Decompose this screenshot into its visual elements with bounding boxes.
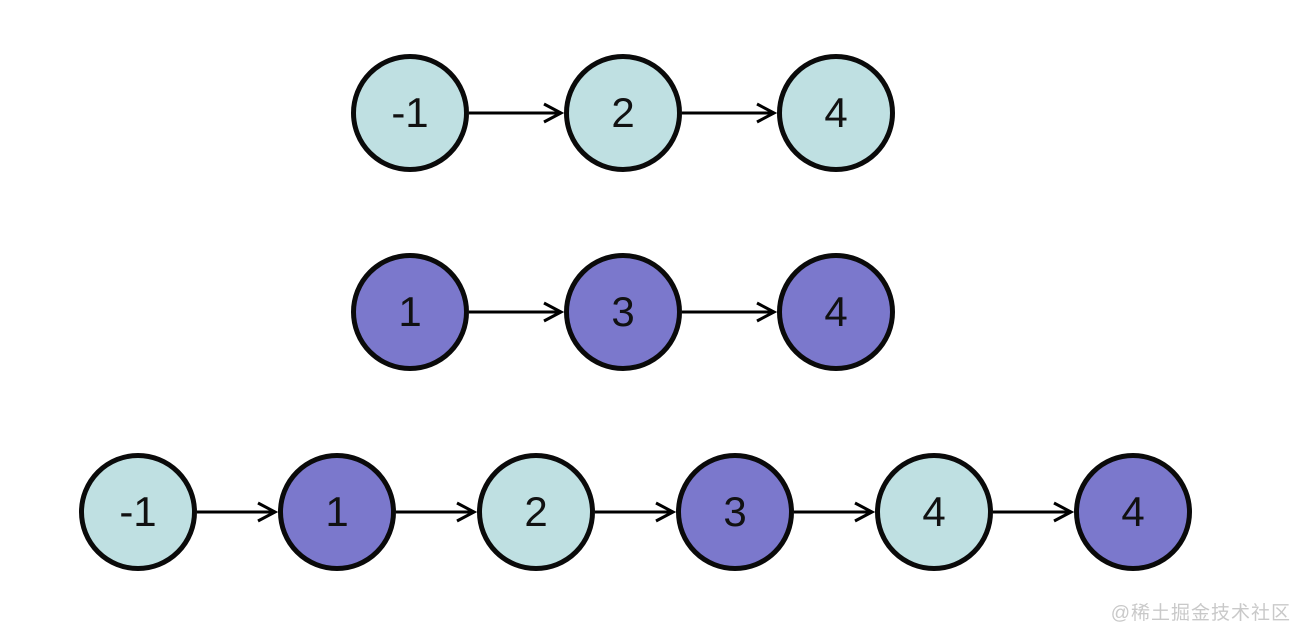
node-value: 4	[824, 288, 848, 335]
node-value: -1	[119, 488, 157, 535]
list-node-teal: 4	[875, 453, 993, 571]
arrow-icon	[469, 100, 564, 126]
node-value: 4	[1121, 488, 1145, 535]
arrow-icon	[197, 499, 278, 525]
arrow-icon	[682, 100, 777, 126]
linked-list-top: -1 2 4	[351, 54, 895, 172]
arrow-icon	[595, 499, 676, 525]
node-value: -1	[391, 89, 429, 136]
list-node-purple: 4	[777, 253, 895, 371]
node-value: 3	[723, 488, 747, 535]
node-value: 4	[922, 488, 946, 535]
arrow-icon	[682, 299, 777, 325]
arrow-icon	[396, 501, 477, 523]
arrow-icon	[993, 501, 1074, 523]
arrow-icon	[469, 301, 564, 323]
arrow-icon	[197, 501, 278, 523]
list-node-teal: -1	[79, 453, 197, 571]
list-node-teal: -1	[351, 54, 469, 172]
arrow-icon	[682, 102, 777, 124]
arrow-icon	[469, 102, 564, 124]
list-node-teal: 4	[777, 54, 895, 172]
arrow-icon	[993, 499, 1074, 525]
list-node-purple: 4	[1074, 453, 1192, 571]
list-node-purple: 1	[351, 253, 469, 371]
node-value: 2	[611, 89, 635, 136]
linked-list-merged: -1 1 2 3 4 4	[79, 453, 1192, 571]
arrow-icon	[794, 499, 875, 525]
list-node-purple: 3	[564, 253, 682, 371]
arrow-icon	[794, 501, 875, 523]
list-node-teal: 2	[477, 453, 595, 571]
list-node-purple: 1	[278, 453, 396, 571]
arrow-icon	[682, 301, 777, 323]
list-node-purple: 3	[676, 453, 794, 571]
node-value: 1	[398, 288, 422, 335]
linked-list-middle: 1 3 4	[351, 253, 895, 371]
node-value: 1	[325, 488, 349, 535]
arrow-icon	[396, 499, 477, 525]
node-value: 2	[524, 488, 548, 535]
node-value: 3	[611, 288, 635, 335]
watermark: @稀土掘金技术社区	[1110, 603, 1291, 624]
node-value: 4	[824, 89, 848, 136]
list-node-teal: 2	[564, 54, 682, 172]
arrow-icon	[469, 299, 564, 325]
arrow-icon	[595, 501, 676, 523]
